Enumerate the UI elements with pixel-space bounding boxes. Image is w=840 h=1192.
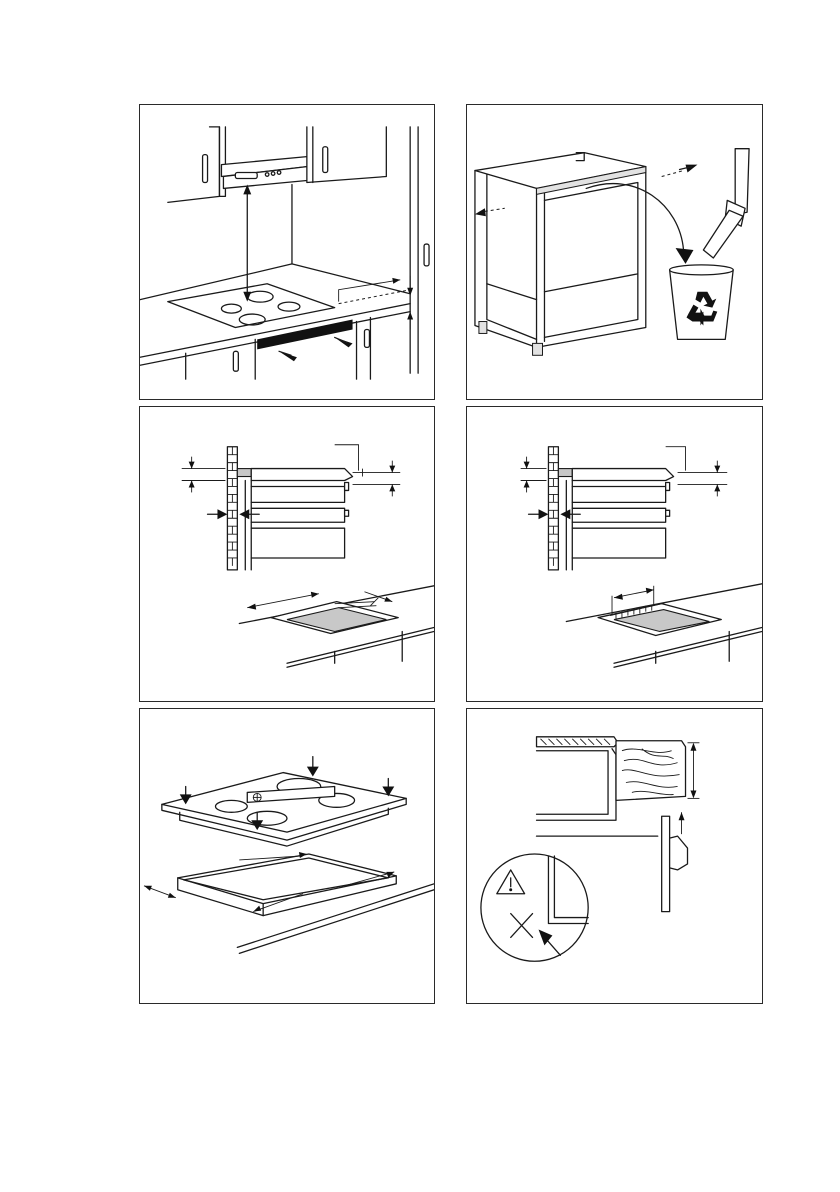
- snowflake-icon: [253, 793, 261, 801]
- mounting-clip: [670, 836, 688, 870]
- figure-wall-distance-overlay: [139, 406, 435, 702]
- figure-cabinet-recycle: [466, 104, 763, 400]
- worktop: [572, 469, 673, 481]
- cabinet-side: [662, 816, 670, 911]
- figure-hood-clearance: [139, 104, 435, 400]
- cabinet-recycle-illustration: [467, 105, 762, 399]
- side-wall: [227, 447, 237, 570]
- warning-circle: [481, 854, 588, 961]
- wall-distance-overlay-illustration: [140, 407, 434, 701]
- figure-seal-placement: [139, 708, 435, 1004]
- left-wall-cabinet: [168, 127, 220, 202]
- hood-clearance-illustration: [140, 105, 434, 399]
- wall-distance-flush-illustration: [467, 407, 762, 701]
- side-wall: [548, 447, 558, 570]
- seal-placement-illustration: [140, 709, 434, 1003]
- figure-wall-distance-flush: [466, 406, 763, 702]
- recycle-bin: [670, 270, 734, 340]
- worktop: [251, 469, 352, 481]
- kitchen-cabinet: [475, 153, 646, 348]
- figure-worktop-thickness-warning: [466, 708, 763, 1004]
- right-wall-cabinet: [307, 127, 386, 183]
- worktop-thickness-illustration: [467, 709, 762, 1003]
- dispose-arrow: [676, 248, 694, 264]
- hob-top: [168, 284, 335, 328]
- hob: [162, 773, 406, 833]
